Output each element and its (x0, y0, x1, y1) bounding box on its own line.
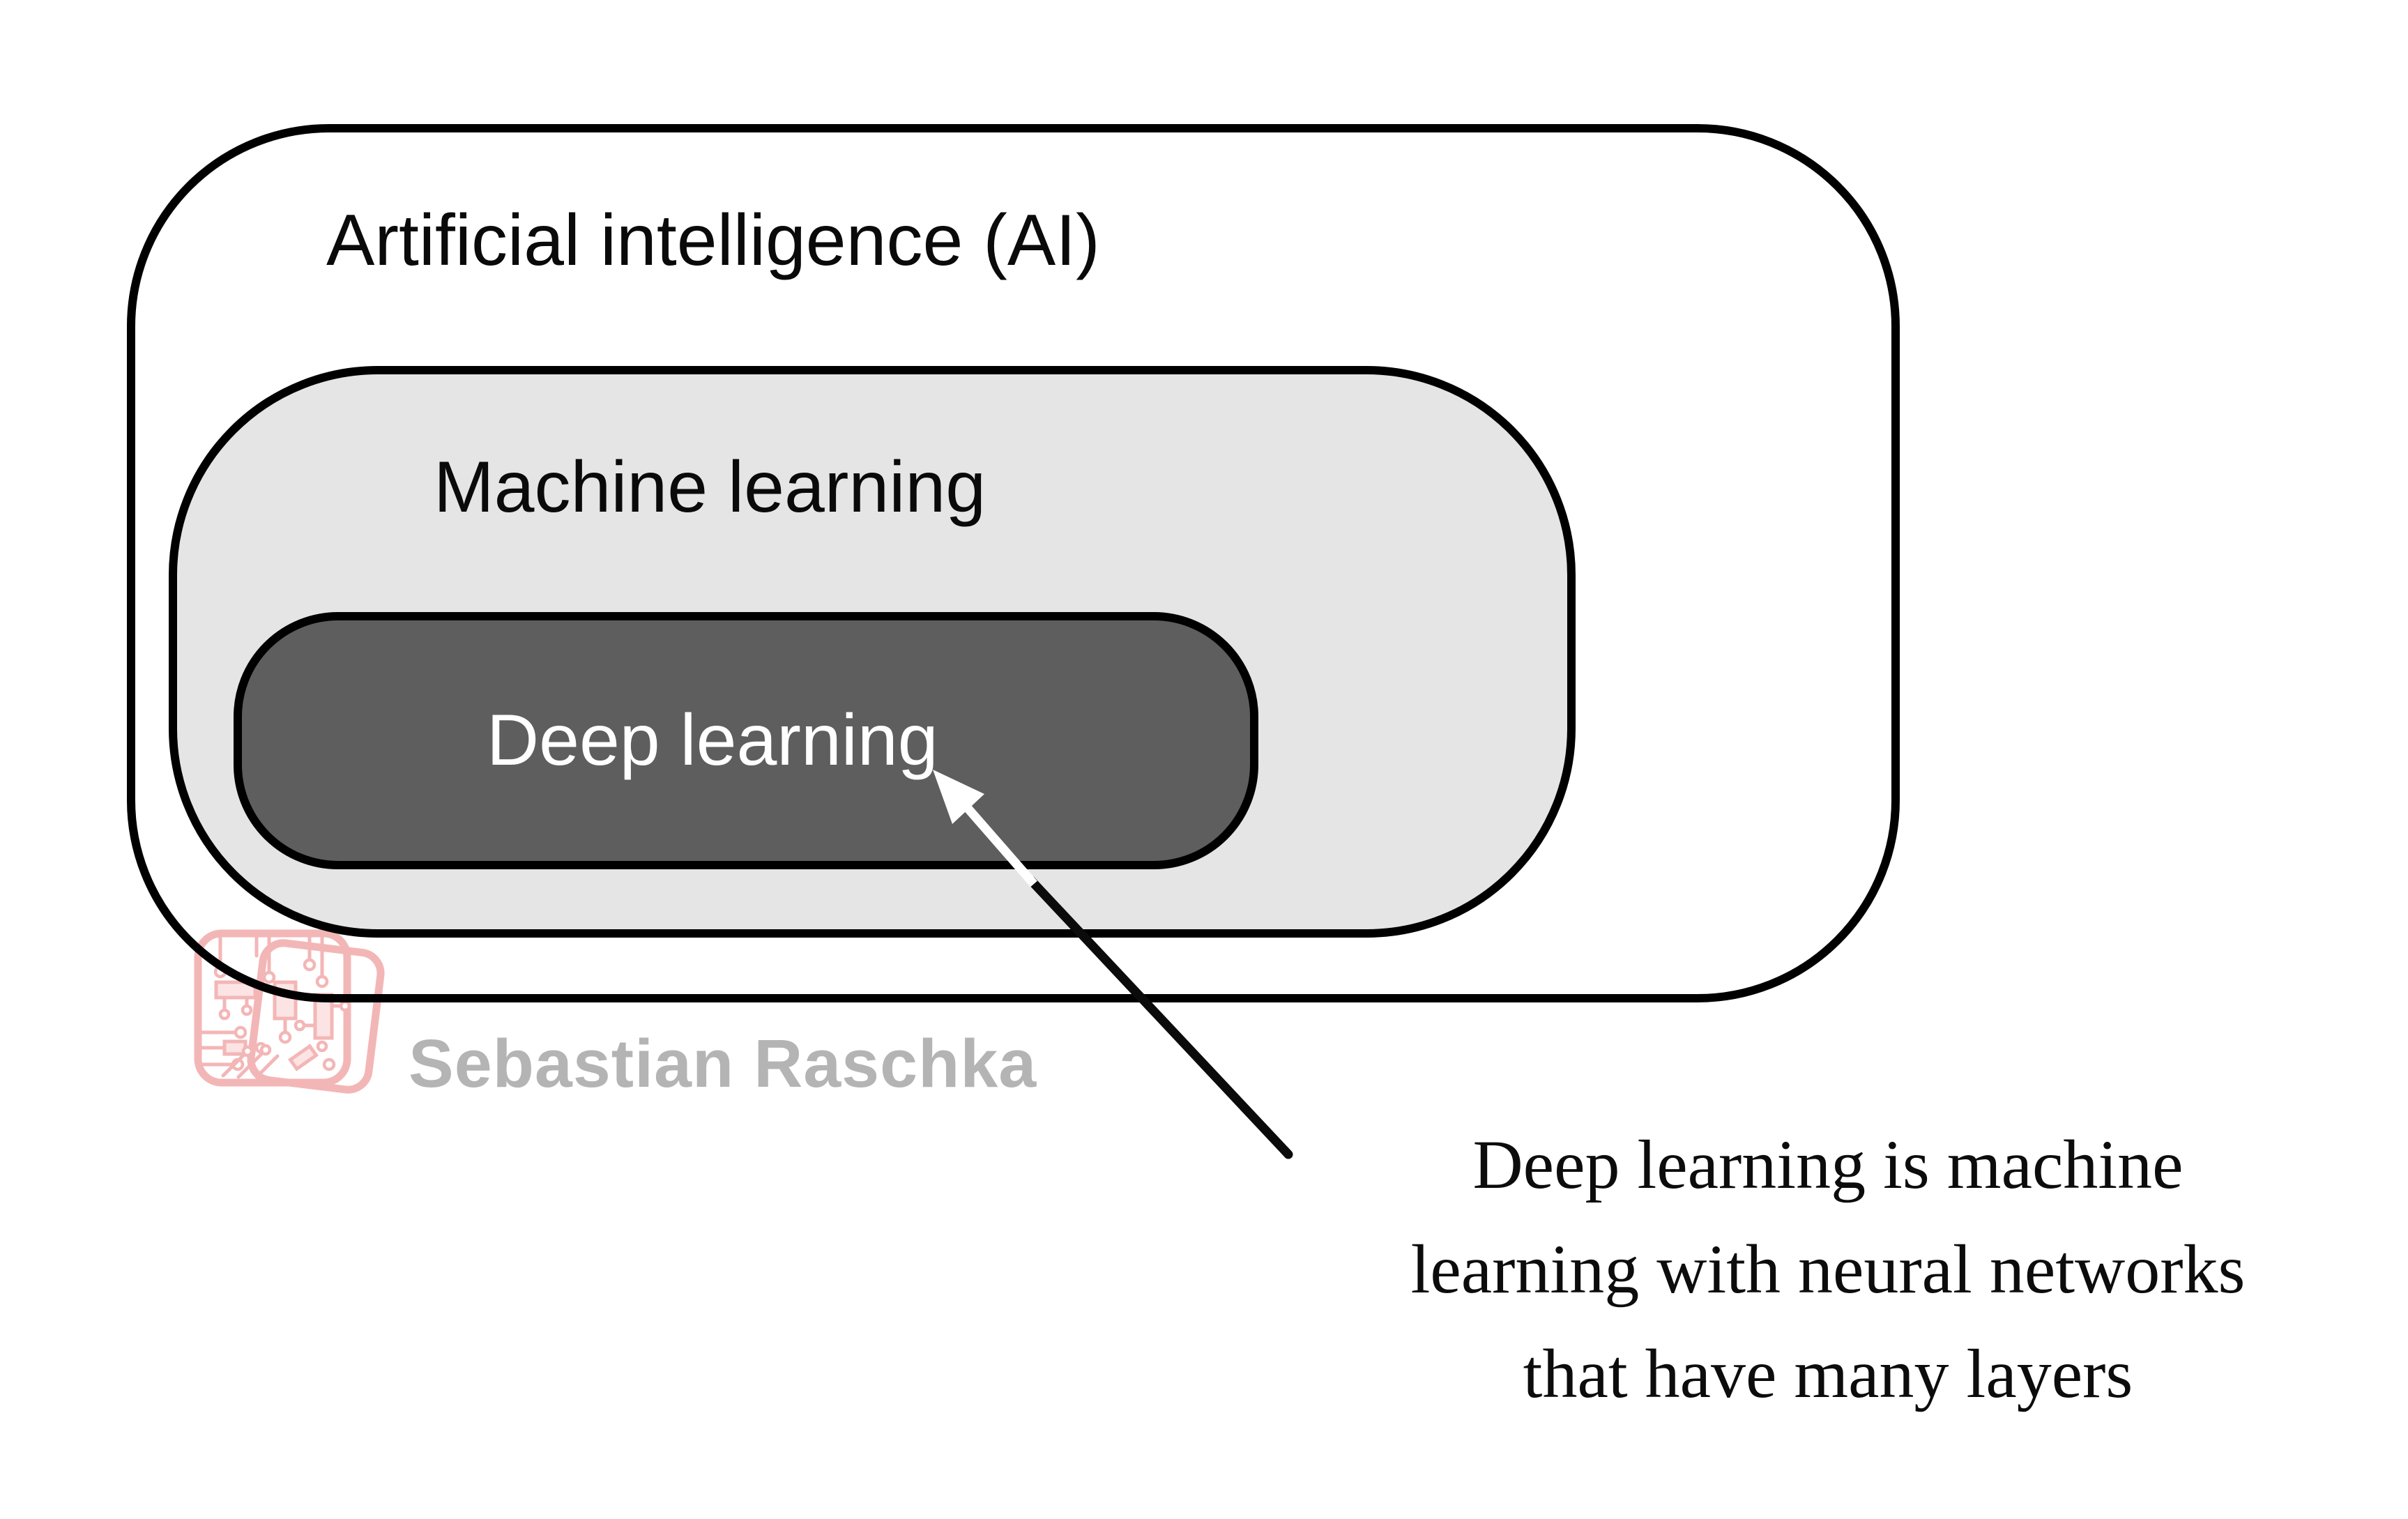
annotation-line: Deep learning is machine (1472, 1126, 2184, 1203)
watermark-author-label: Sebastian Raschka (409, 1025, 1037, 1101)
dl-set-label: Deep learning (487, 700, 938, 781)
ml-set-label: Machine learning (434, 447, 986, 528)
ai-set-label: Artificial intelligence (AI) (326, 200, 1100, 281)
circuit-chip-icon (194, 929, 385, 1094)
annotation-line: learning with neural networks (1410, 1230, 2246, 1308)
annotation-line: that have many layers (1523, 1335, 2133, 1412)
dl-set-box (234, 612, 1258, 869)
annotation-text: Deep learning is machine learning with n… (1325, 1113, 2331, 1426)
